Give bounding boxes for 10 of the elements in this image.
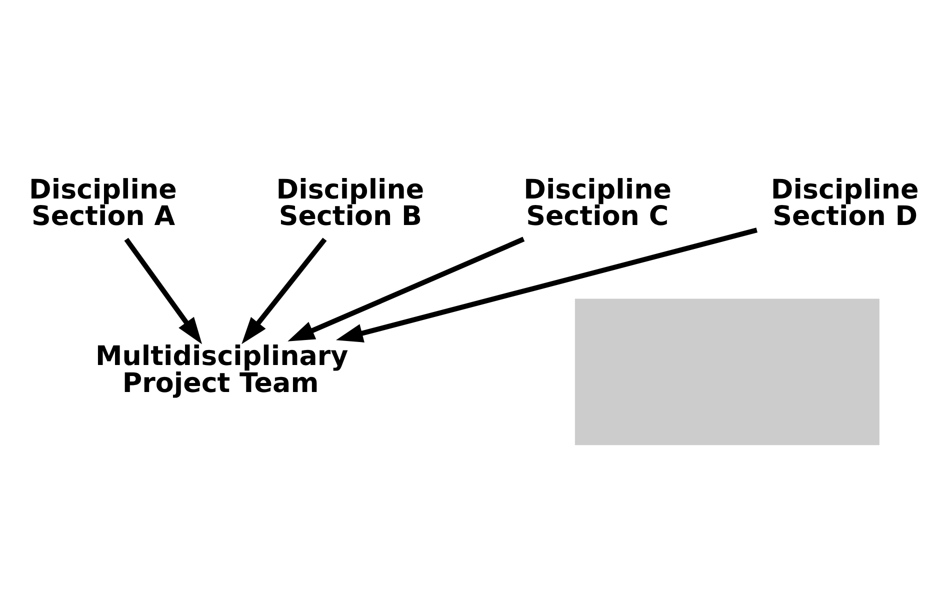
node-text: Discipline Section B [276,174,424,232]
arrow [242,237,327,344]
node-text: Multidisciplinary Project Team [95,340,348,398]
arrow [288,236,525,341]
node-box [574,298,880,445]
node-text: Discipline Section D [770,174,919,232]
arrow [124,237,202,344]
node-text: Discipline Section C [524,174,672,232]
arrow [336,227,758,342]
node-text: Discipline Section A [29,174,177,232]
